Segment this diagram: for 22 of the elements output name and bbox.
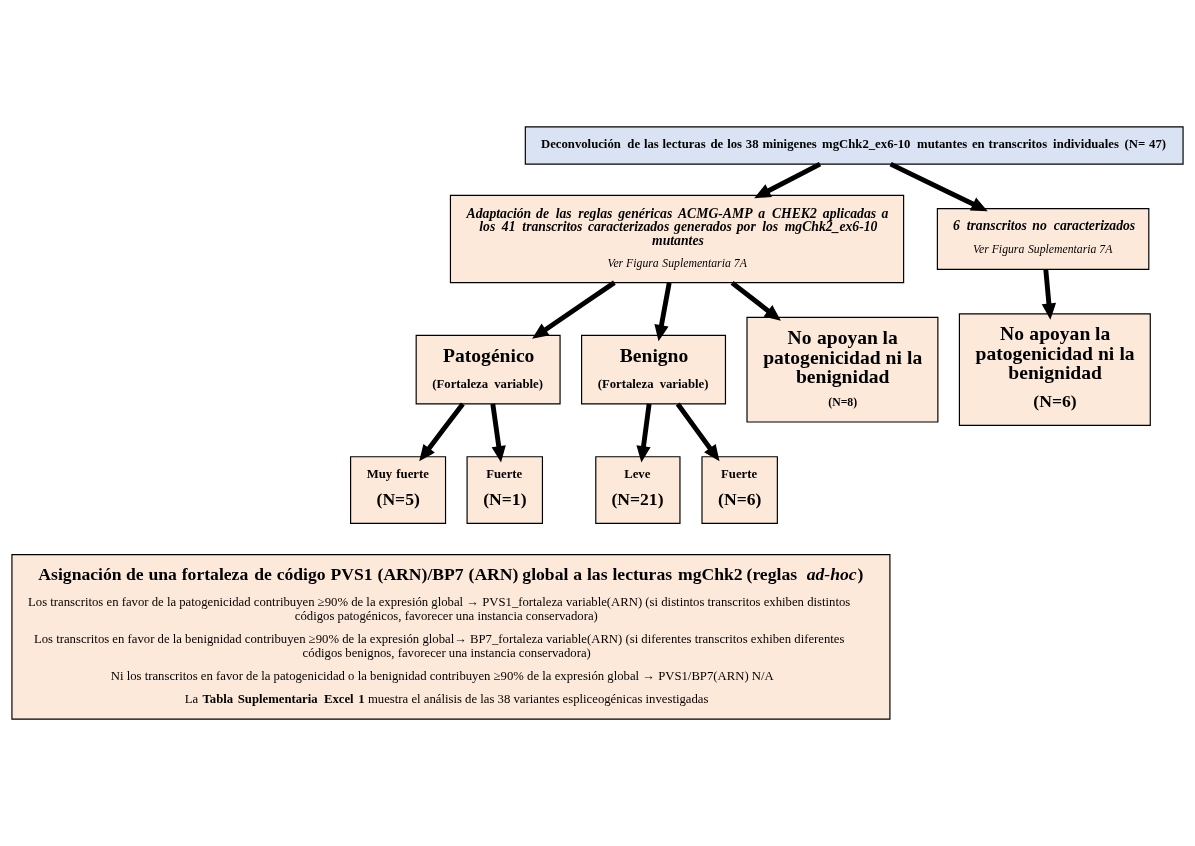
arrow bbox=[754, 161, 822, 199]
arrow bbox=[490, 403, 506, 463]
node-box: Adaptación de las reglas genéricas ACMG-AMP a CHEK2 aplicadas a los 41 transcritos caracterizados generados por los mgChk2_ex6-10 mutantes Ver Figura Suplementaria 7A bbox=[449, 194, 905, 284]
node-box: Muy fuerte (N=5) bbox=[350, 456, 447, 524]
arrow bbox=[532, 280, 616, 339]
node-box: No apoyan la patogenicidad ni la benignidad (N=8) bbox=[746, 316, 939, 423]
arrow bbox=[730, 280, 781, 321]
arrow bbox=[675, 402, 720, 462]
node-box: Fuerte (N=1) bbox=[466, 456, 544, 524]
node-box: Patogénico (Fortaleza variable) bbox=[415, 334, 561, 405]
arrow bbox=[419, 402, 465, 462]
node-box: Benigno (Fortaleza variable) bbox=[581, 334, 727, 405]
node-box: Asignación de una fortaleza de código PVS1 (ARN)/BP7 (ARN) global a las lecturas mgChk2 (reglas ad-hoc) Los transcritos en favor de la patogenicidad contribuyen ≥90% de la expresión global → PVS1_fortaleza variable(ARN) (si distintos transcritos exhiben distintos códigos patogénicos, favorecer una instancia conservadora) Los transcritos en favor de la benignidad contribuyen ≥90% de la expresión global→ BP7_fortaleza variable(ARN) (si diferentes transcritos exhiben diferentes códigos benignos, favorecer una instancia conservadora) Ni los transcritos en favor de la patogenicidad o la benignidad contribuyen ≥90% de la expresión global → PVS1/BP7(ARN) N/A La Tabla Suplementaria Excel 1 muestra el análisis de las 38 variantes espliceogénicas investigadas bbox=[11, 554, 891, 720]
arrow bbox=[636, 403, 652, 463]
node-box: Fuerte (N=6) bbox=[701, 456, 778, 524]
arrow bbox=[1041, 269, 1057, 320]
node-box: No apoyan la patogenicidad ni la benignidad (N=6) bbox=[958, 313, 1151, 427]
arrow bbox=[654, 282, 672, 342]
arrow bbox=[889, 161, 988, 212]
node-box: 6 transcritos no caracterizados Ver Figura Suplementaria 7A bbox=[936, 208, 1150, 270]
node-box: Leve (N=21) bbox=[595, 456, 681, 524]
node-box: Deconvolución de las lecturas de los 38 minigenes mgChk2_ex6-10 mutantes en transcritos individuales (N= 47) bbox=[524, 126, 1184, 165]
